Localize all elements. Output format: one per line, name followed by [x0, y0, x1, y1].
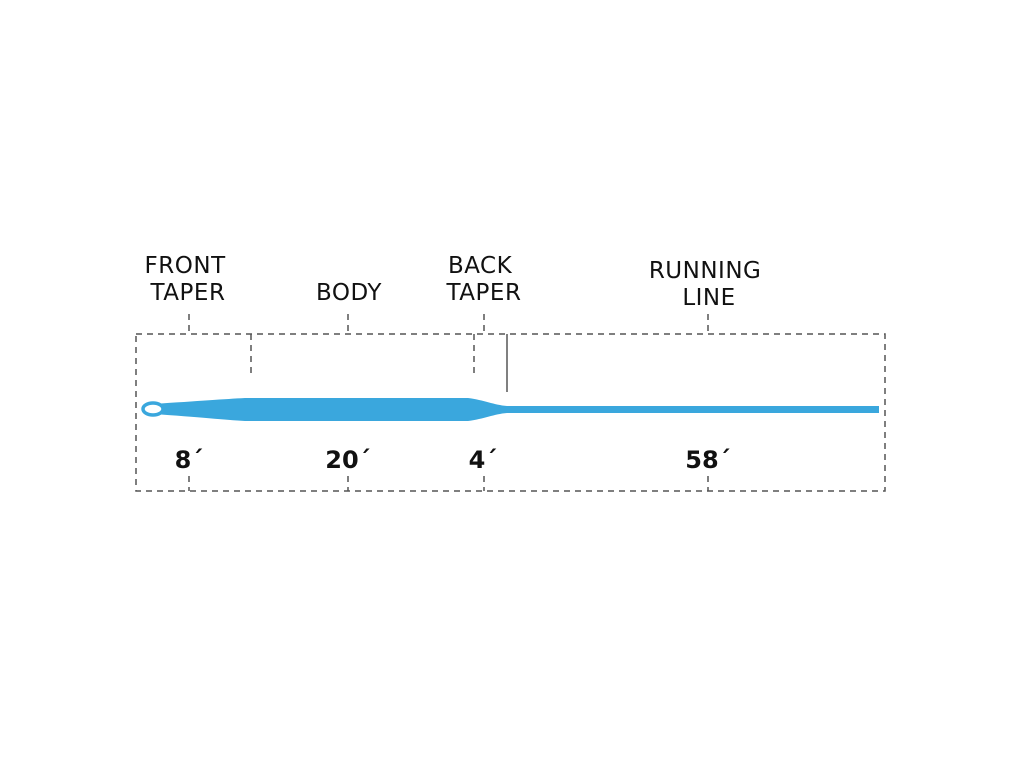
welded-loop-icon — [141, 401, 165, 417]
label-front-taper: FRONT TAPER — [145, 253, 234, 306]
label-back-taper: BACK TAPER — [446, 253, 522, 306]
length-back-taper: 4´ — [469, 446, 498, 474]
outer-dashed-frame — [135, 333, 886, 492]
label-body: BODY — [316, 280, 382, 306]
fly-line-profile — [152, 398, 879, 421]
length-front-taper: 8´ — [175, 446, 204, 474]
label-running-line: RUNNING LINE — [649, 258, 769, 311]
length-running-line: 58´ — [685, 446, 730, 474]
length-body: 20´ — [325, 446, 370, 474]
